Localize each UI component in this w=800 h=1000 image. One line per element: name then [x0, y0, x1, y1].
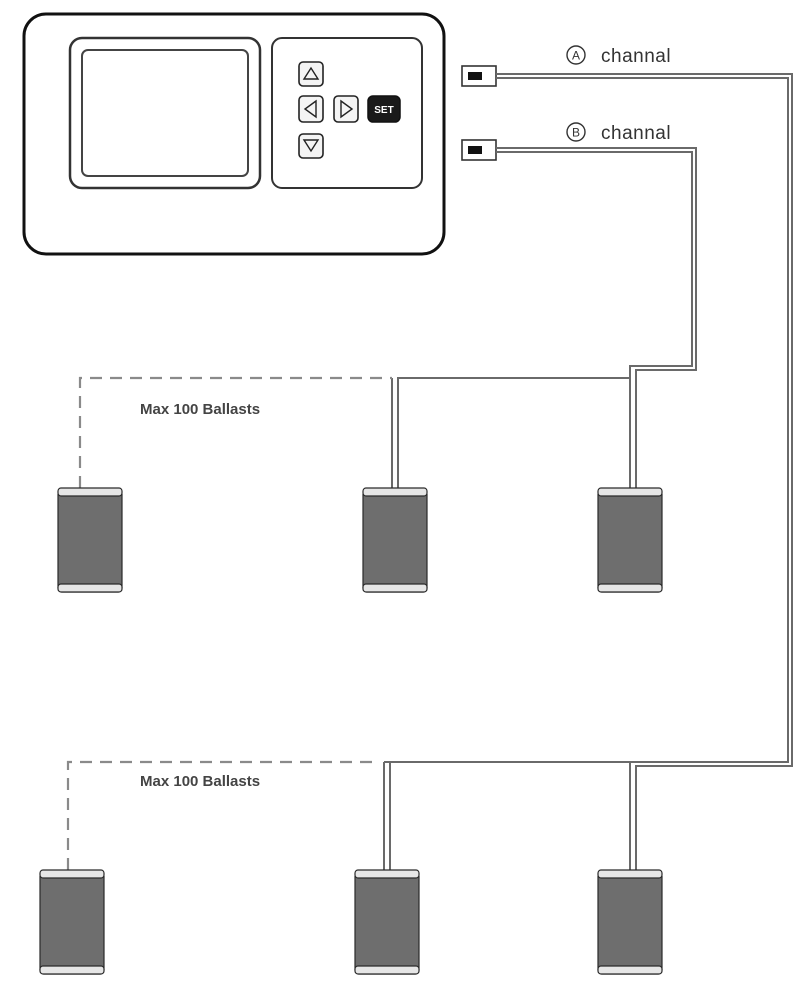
channel-a-label: A channal — [566, 45, 671, 67]
channel-b-connector — [461, 139, 497, 161]
arrow-down-icon — [302, 139, 320, 153]
channel-a-symbol-icon — [566, 45, 586, 65]
ballast — [39, 869, 105, 975]
right-button[interactable] — [333, 95, 359, 123]
group-2-label: Max 100 Ballasts — [140, 773, 260, 790]
channel-b-symbol: B — [572, 126, 580, 140]
channel-b-wire — [391, 147, 697, 488]
ballast — [362, 487, 428, 593]
channel-b-symbol-icon — [566, 122, 586, 142]
left-button[interactable] — [298, 95, 324, 123]
group-2-dashed-link — [66, 760, 380, 870]
down-button[interactable] — [298, 133, 324, 159]
channel-b-label: B channal — [566, 122, 671, 144]
arrow-left-icon — [303, 99, 317, 119]
ballast — [57, 487, 123, 593]
channel-a-connector — [461, 65, 497, 87]
arrow-right-icon — [340, 99, 354, 119]
group-1-label: Max 100 Ballasts — [140, 401, 260, 418]
controller-unit: SET — [22, 12, 446, 256]
channel-a-symbol: A — [572, 49, 580, 63]
ballast — [354, 869, 420, 975]
up-button[interactable] — [298, 61, 324, 87]
ballast — [597, 487, 663, 593]
channel-a-text: channal — [601, 46, 671, 67]
channel-a-wire — [383, 73, 793, 870]
set-button[interactable]: SET — [367, 95, 401, 123]
set-button-label: SET — [374, 105, 393, 116]
group-1-dashed-link — [78, 376, 392, 488]
ballast — [597, 869, 663, 975]
display-screen — [81, 49, 249, 177]
arrow-up-icon — [302, 66, 320, 80]
channel-b-text: channal — [601, 123, 671, 144]
